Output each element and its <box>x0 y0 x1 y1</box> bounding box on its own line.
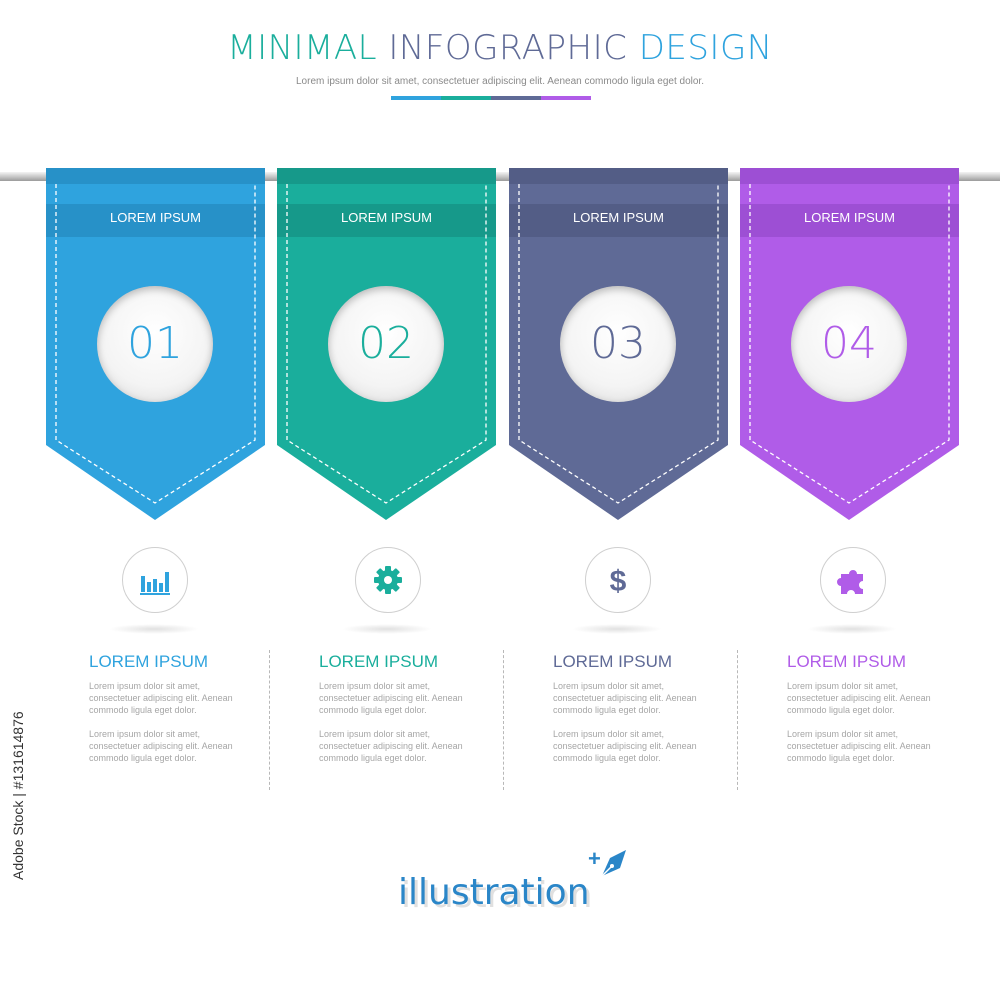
color-bar <box>391 96 591 100</box>
text-column-3: LOREM IPSUM Lorem ipsum dolor sit amet, … <box>553 652 703 776</box>
page-title: MINIMAL INFOGRAPHIC DESIGN <box>0 28 1000 68</box>
bar-chart-icon <box>140 572 170 595</box>
column-divider <box>737 650 738 790</box>
column-heading: LOREM IPSUM <box>89 652 209 671</box>
icon-shadow <box>109 624 199 634</box>
color-bar-segment <box>391 96 441 100</box>
hanging-rod <box>0 172 1000 181</box>
color-bar-segment <box>541 96 591 100</box>
column-heading: LOREM IPSUM <box>319 652 439 671</box>
dollar-icon: $ <box>610 565 627 596</box>
column-paragraph: Lorem ipsum dolor sit amet, consectetuer… <box>553 681 697 715</box>
text-column-1: LOREM IPSUM Lorem ipsum dolor sit amet, … <box>89 652 239 776</box>
illustration-logo: illustration <box>398 872 590 913</box>
banner-1: LOREM IPSUM 01 <box>46 168 265 521</box>
column-paragraph: Lorem ipsum dolor sit amet, consectetuer… <box>89 729 233 763</box>
column-paragraph: Lorem ipsum dolor sit amet, consectetuer… <box>89 681 233 715</box>
number-circle: 03 <box>560 286 676 402</box>
banner-number: 02 <box>358 318 414 369</box>
icon-circle-3: $ <box>585 547 651 613</box>
gear-icon <box>374 566 402 594</box>
title-word-design: DESIGN <box>638 28 773 68</box>
icon-circle-1 <box>122 547 188 613</box>
puzzle-icon <box>837 570 863 594</box>
icon-circle-2 <box>355 547 421 613</box>
column-paragraph: Lorem ipsum dolor sit amet, consectetuer… <box>787 681 931 715</box>
column-divider <box>269 650 270 790</box>
column-heading: LOREM IPSUM <box>553 652 673 671</box>
number-circle: 01 <box>97 286 213 402</box>
banner-number: 01 <box>127 318 183 369</box>
banner-4: LOREM IPSUM 04 <box>740 168 959 521</box>
icon-circle-4 <box>820 547 886 613</box>
icon-shadow <box>342 624 432 634</box>
banner-3: LOREM IPSUM 03 <box>509 168 728 521</box>
stock-id: Adobe Stock | #131614876 <box>10 711 26 880</box>
column-paragraph: Lorem ipsum dolor sit amet, consectetuer… <box>319 681 463 715</box>
banner-label: LOREM IPSUM <box>572 210 664 225</box>
banner-2: LOREM IPSUM 02 <box>277 168 496 521</box>
text-column-2: LOREM IPSUM Lorem ipsum dolor sit amet, … <box>319 652 469 776</box>
subtitle: Lorem ipsum dolor sit amet, consectetuer… <box>295 76 704 87</box>
column-heading: LOREM IPSUM <box>787 652 907 671</box>
color-bar-segment <box>491 96 541 100</box>
number-circle: 02 <box>328 286 444 402</box>
banner-label: LOREM IPSUM <box>109 210 201 225</box>
plus-sign: + <box>588 846 601 871</box>
color-bar-segment <box>441 96 491 100</box>
text-column-4: LOREM IPSUM Lorem ipsum dolor sit amet, … <box>787 652 937 776</box>
title-word-minimal: MINIMAL <box>227 28 378 68</box>
column-paragraph: Lorem ipsum dolor sit amet, consectetuer… <box>553 729 697 763</box>
banner-label: LOREM IPSUM <box>340 210 432 225</box>
number-circle: 04 <box>791 286 907 402</box>
title-word-infographic: INFOGRAPHIC <box>388 28 628 68</box>
column-paragraph: Lorem ipsum dolor sit amet, consectetuer… <box>787 729 931 763</box>
banner-number: 03 <box>590 318 646 369</box>
banner-number: 04 <box>821 318 877 369</box>
pen-nib-icon <box>601 850 626 877</box>
column-divider <box>503 650 504 790</box>
svg-text:$: $ <box>610 565 627 596</box>
banner-label: LOREM IPSUM <box>803 210 895 225</box>
column-paragraph: Lorem ipsum dolor sit amet, consectetuer… <box>319 729 463 763</box>
icon-shadow <box>807 624 897 634</box>
icon-shadow <box>572 624 662 634</box>
